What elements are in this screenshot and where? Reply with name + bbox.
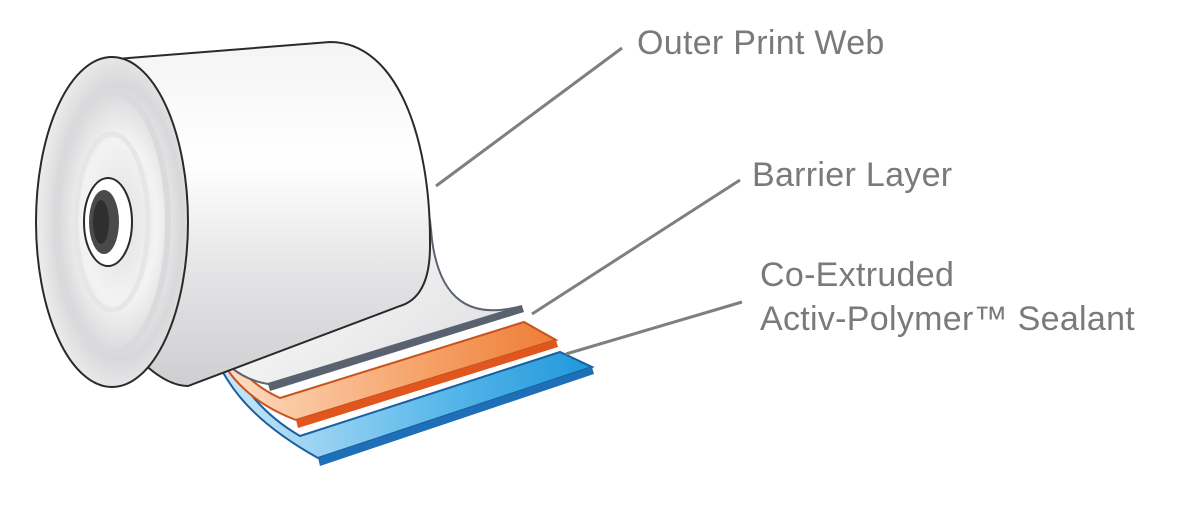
label-sealant-line1: Co-Extruded xyxy=(760,256,955,294)
label-sealant-line2: Activ-Polymer™ Sealant xyxy=(760,300,1136,338)
leader-line-barrier xyxy=(531,178,741,316)
label-barrier-layer: Barrier Layer xyxy=(752,156,953,194)
leader-line-outer xyxy=(435,46,623,188)
label-outer-print-web: Outer Print Web xyxy=(637,24,885,62)
leader-line-sealant xyxy=(565,300,743,356)
